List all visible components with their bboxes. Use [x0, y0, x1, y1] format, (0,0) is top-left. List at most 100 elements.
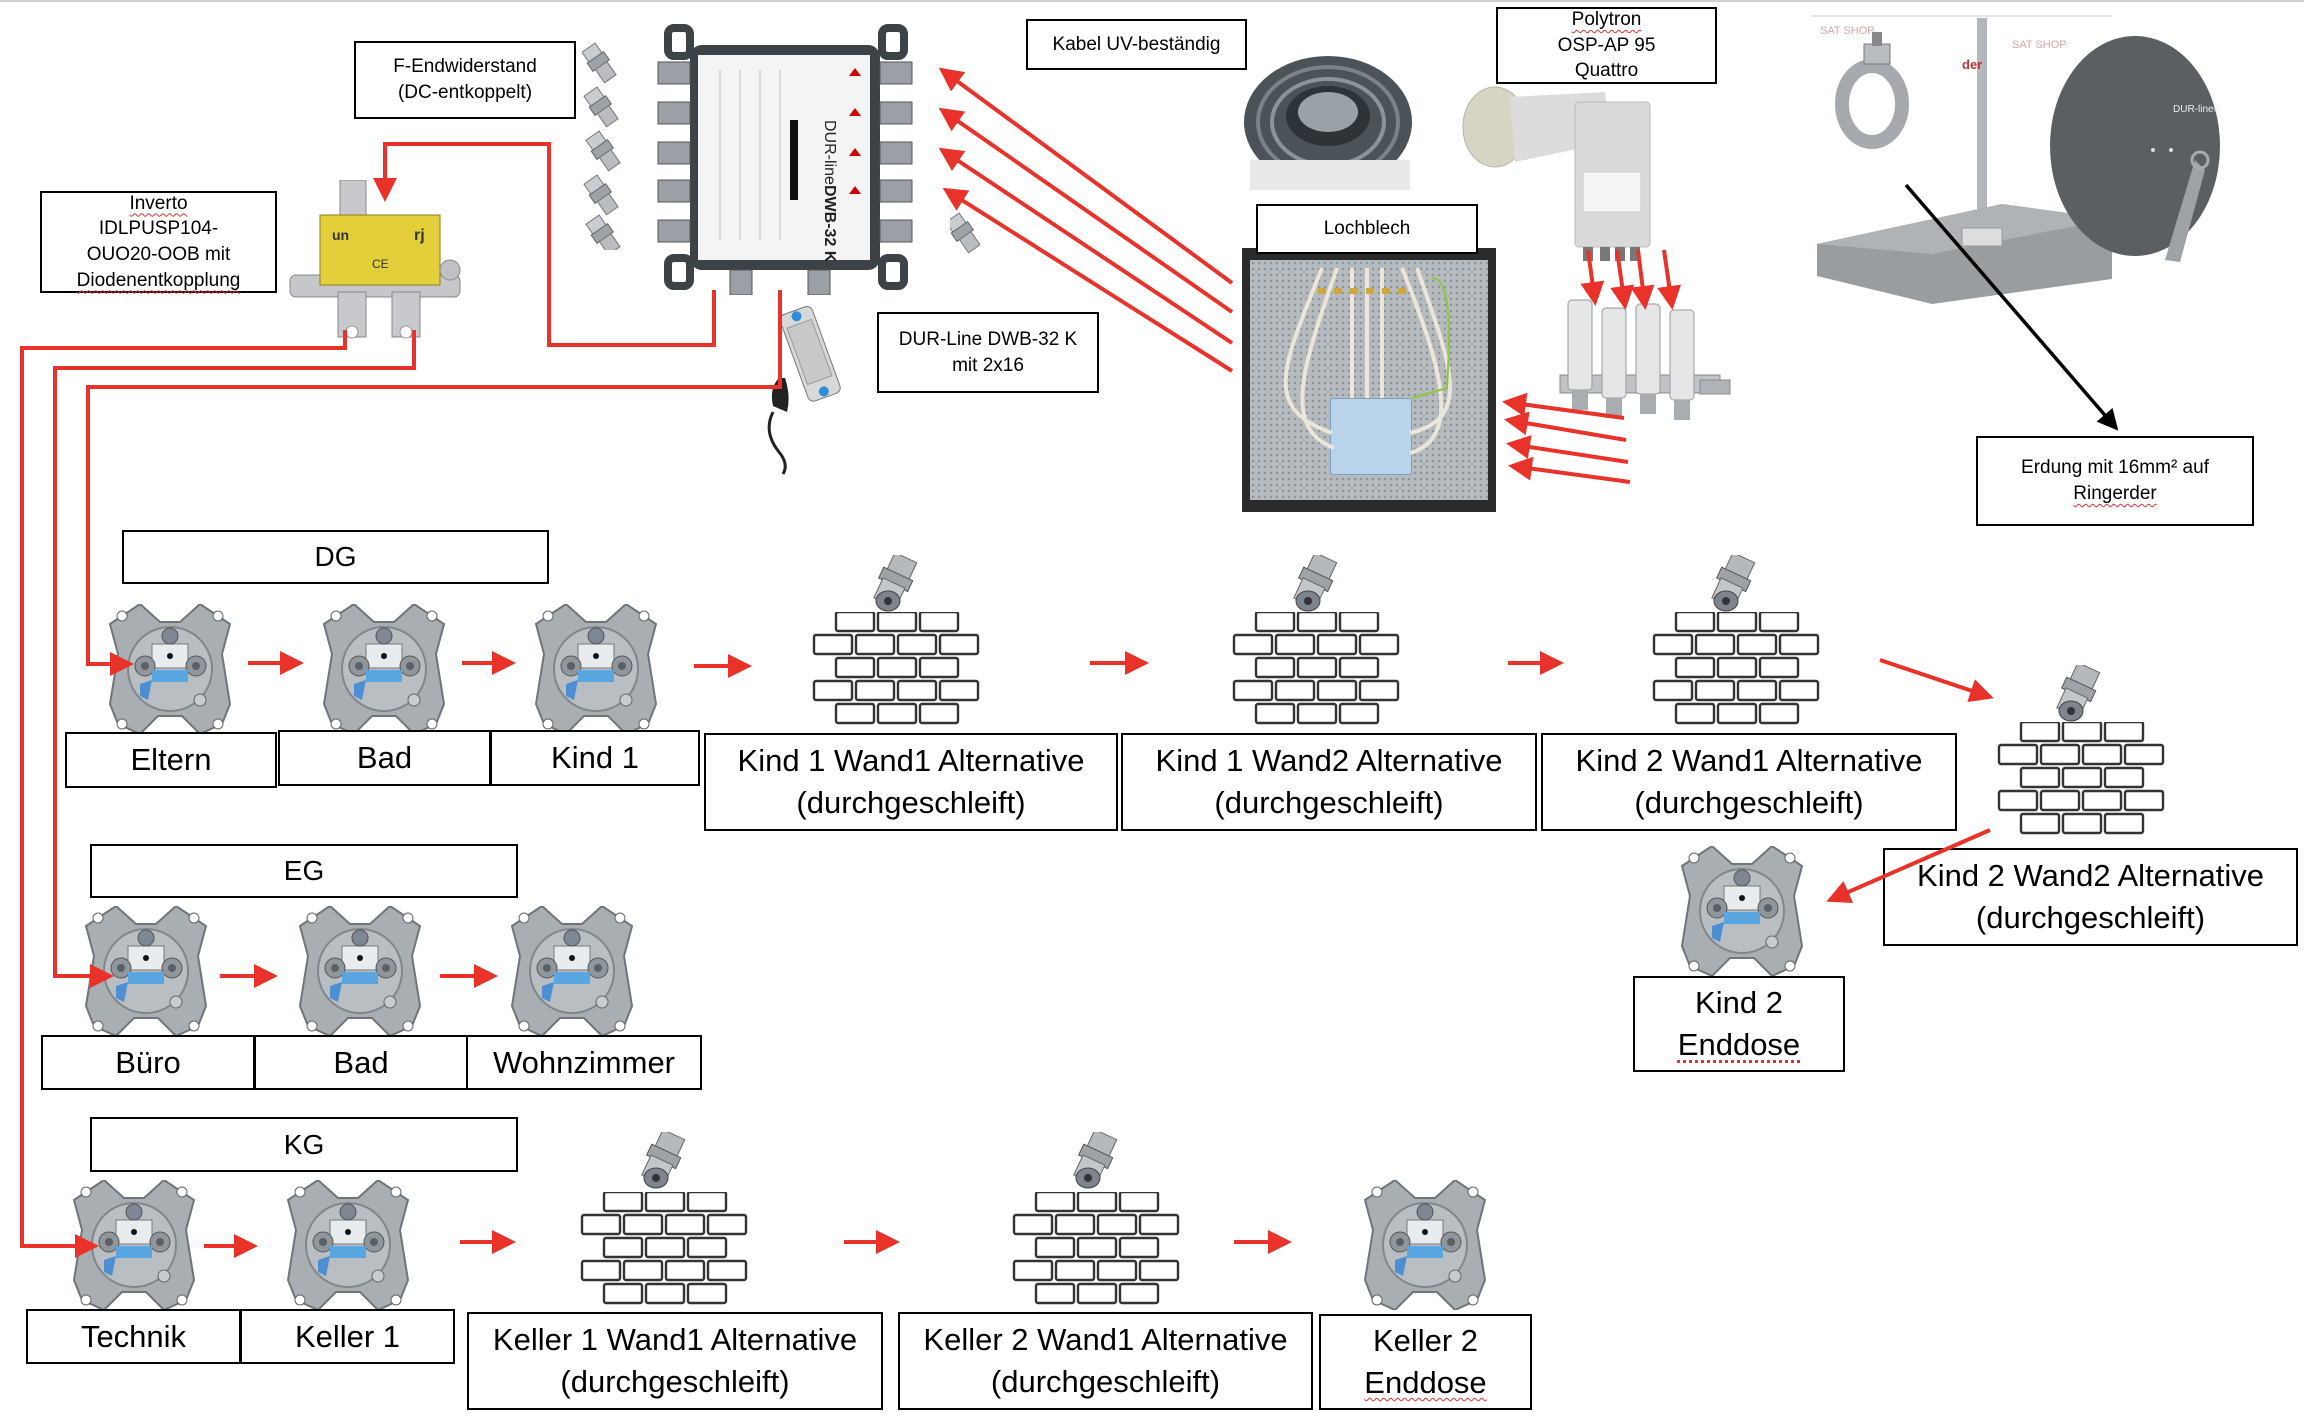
brick-wall-icon — [1652, 612, 1820, 725]
outlet-label-line2: Enddose — [1677, 1027, 1801, 1062]
outlet-label-line1: Kind 1 Wand2 Alternative — [1155, 743, 1503, 779]
outlet-label-text: Kind 1 — [551, 740, 639, 776]
socket-bad-eg-icon — [299, 906, 421, 1036]
floor-name: KG — [283, 1128, 325, 1160]
floor-label-kg: KG — [90, 1117, 518, 1172]
outlet-label-text: Technik — [80, 1318, 187, 1354]
grounding-label-line1: Erdung mit 16mm² auf — [2021, 457, 2209, 479]
outlet-label-line1: Kind 1 Wand1 Alternative — [737, 743, 1085, 779]
partial-text: der — [1962, 57, 1982, 72]
brick-wall-icon — [1997, 722, 2165, 835]
outlet-label-line1: Keller 1 Wand1 Alternative — [492, 1322, 858, 1358]
cable-splitter-out1 — [20, 330, 347, 1258]
outlet-label-technik: Technik — [26, 1309, 241, 1364]
svg-text:CE: CE — [372, 257, 389, 271]
lnb-label-line2: Quattro — [1574, 60, 1639, 82]
outlet-label-text: Büro — [115, 1044, 181, 1080]
socket-wohnzimmer-icon — [511, 906, 633, 1036]
outlet-label-line2: (durchgeschleift) — [560, 1364, 790, 1399]
outlet-label-keller2-enddose: Keller 2 Enddose — [1319, 1314, 1532, 1410]
socket-bad-dg-icon — [323, 604, 445, 734]
f-coupler-icon — [1710, 555, 1759, 612]
panel-label: Lochblech — [1256, 204, 1478, 254]
f-coupler-icon — [1292, 555, 1341, 612]
floor-name: DG — [314, 541, 357, 573]
lnb-label: Polytron OSP-AP 95 Quattro — [1496, 7, 1717, 84]
socket-eltern-icon — [109, 604, 231, 734]
lochblech-panel-image — [1242, 248, 1496, 512]
multiswitch-model-text: DWB-32 K — [821, 185, 838, 263]
lnb-image — [1462, 86, 1651, 261]
outlet-label-bad-eg: Bad — [254, 1035, 468, 1090]
surge-protector-image — [1559, 299, 1731, 420]
outlet-label-bad-dg: Bad — [278, 730, 491, 786]
multiswitch-image: DUR-line DWB-32 K — [640, 20, 932, 296]
multiswitch-label: DUR-Line DWB-32 K mit 2x16 — [877, 312, 1099, 393]
floor-name: EG — [283, 855, 325, 887]
satellite-dish-image: DUR-line® — [2050, 36, 2222, 262]
f-coupler-icon — [640, 1132, 689, 1189]
socket-kind1-icon — [535, 604, 657, 734]
lnb-label-brand: Polytron — [1571, 9, 1642, 31]
outlet-label-line1: Kind 2 — [1695, 985, 1783, 1021]
outlet-label-line1: Kind 2 Wand2 Alternative — [1917, 858, 2264, 894]
outlet-label-text: Wohnzimmer — [492, 1044, 676, 1080]
outlet-label-line2: (durchgeschleift) — [1975, 900, 2206, 935]
splitter-label-brand: Inverto — [129, 192, 188, 214]
multiswitch-label-line1: DUR-Line DWB-32 K — [898, 328, 1078, 350]
arrow-panel-in2 — [938, 107, 1234, 314]
brick-wall-icon — [812, 612, 980, 725]
splitter-label-model: IDLPUSP104- — [98, 218, 219, 240]
terminator-resistors-image — [582, 41, 622, 250]
cable-reel-image — [1244, 56, 1412, 190]
grounding-label-line2: Ringerder — [2073, 483, 2157, 504]
socket-kind2-icon — [1681, 846, 1803, 976]
power-supply-image — [767, 305, 841, 475]
outlet-label-text: Keller 1 — [294, 1318, 401, 1354]
brick-wall-icon — [1232, 612, 1400, 725]
arrow-surge-panel-4 — [1508, 456, 1631, 484]
outlet-label-kind2-wand2: Kind 2 Wand2 Alternative (durchgeschleift… — [1883, 848, 2298, 946]
outlet-label-line1: Kind 2 Wand1 Alternative — [1575, 743, 1923, 779]
outlet-label-kind2-wand1: Kind 2 Wand1 Alternative (durchgeschleift… — [1541, 733, 1957, 831]
svg-text:un: un — [332, 227, 349, 243]
outlet-label-keller1-wand1: Keller 1 Wand1 Alternative (durchgeschlei… — [467, 1312, 883, 1410]
dish-brand-text: DUR-line® — [2173, 104, 2222, 115]
outlet-label-line1: Keller 2 — [1372, 1323, 1479, 1359]
splitter-image: un rj CE — [289, 180, 461, 339]
splitter-label-line3: Diodenentkopplung — [76, 269, 241, 291]
outlet-label-line2: Enddose — [1364, 1365, 1487, 1400]
outlet-label-line2: (durchgeschleift) — [796, 785, 1026, 820]
outlet-label-keller1: Keller 1 — [240, 1309, 455, 1364]
outlet-label-kind1-wand1: Kind 1 Wand1 Alternative (durchgeschleift… — [704, 733, 1118, 831]
socket-keller1-icon — [287, 1180, 409, 1310]
arrow-panel-in1 — [938, 67, 1234, 285]
lnb-label-model: OSP-AP 95 — [1557, 34, 1656, 56]
splitter-label: Inverto IDLPUSP104- OUO20-OOB mit Dioden… — [40, 191, 277, 293]
outlet-label-line1: Keller 2 Wand1 Alternative — [923, 1322, 1288, 1358]
floor-label-eg: EG — [90, 844, 518, 898]
brick-wall-icon — [580, 1192, 748, 1305]
outlet-label-text: Bad — [356, 740, 413, 776]
splitter-label-line2: OUO20-OOB mit — [86, 244, 231, 265]
watermark-text-2: SAT SHOP — [2012, 39, 2067, 51]
watermark-text: SAT SHOP — [1820, 25, 1875, 37]
outlet-label-kind1: Kind 1 — [490, 730, 700, 786]
outlet-label-text: Eltern — [130, 742, 212, 778]
svg-text:rj: rj — [414, 227, 425, 244]
f-coupler-icon — [2055, 665, 2104, 722]
socket-buero-icon — [85, 906, 207, 1036]
cable-label: Kabel UV-beständig — [1026, 19, 1247, 70]
socket-technik-icon — [73, 1180, 195, 1310]
multiswitch-label-line2: mit 2x16 — [952, 354, 1024, 376]
multiswitch-brand-text: DUR-line — [821, 120, 838, 185]
outlet-label-line2: (durchgeschleift) — [1634, 785, 1864, 820]
panel-label-text: Lochblech — [1323, 218, 1411, 240]
cable-label-text: Kabel UV-beständig — [1052, 33, 1221, 55]
outlet-label-buero: Büro — [41, 1035, 255, 1090]
brick-wall-icon — [1012, 1192, 1180, 1305]
terminator-label: F-Endwiderstand(DC-entkoppelt) — [354, 41, 576, 119]
outlet-label-line2: (durchgeschleift) — [990, 1364, 1221, 1399]
outlet-label-kind1-wand2: Kind 1 Wand2 Alternative(durchgeschleift… — [1121, 733, 1537, 831]
